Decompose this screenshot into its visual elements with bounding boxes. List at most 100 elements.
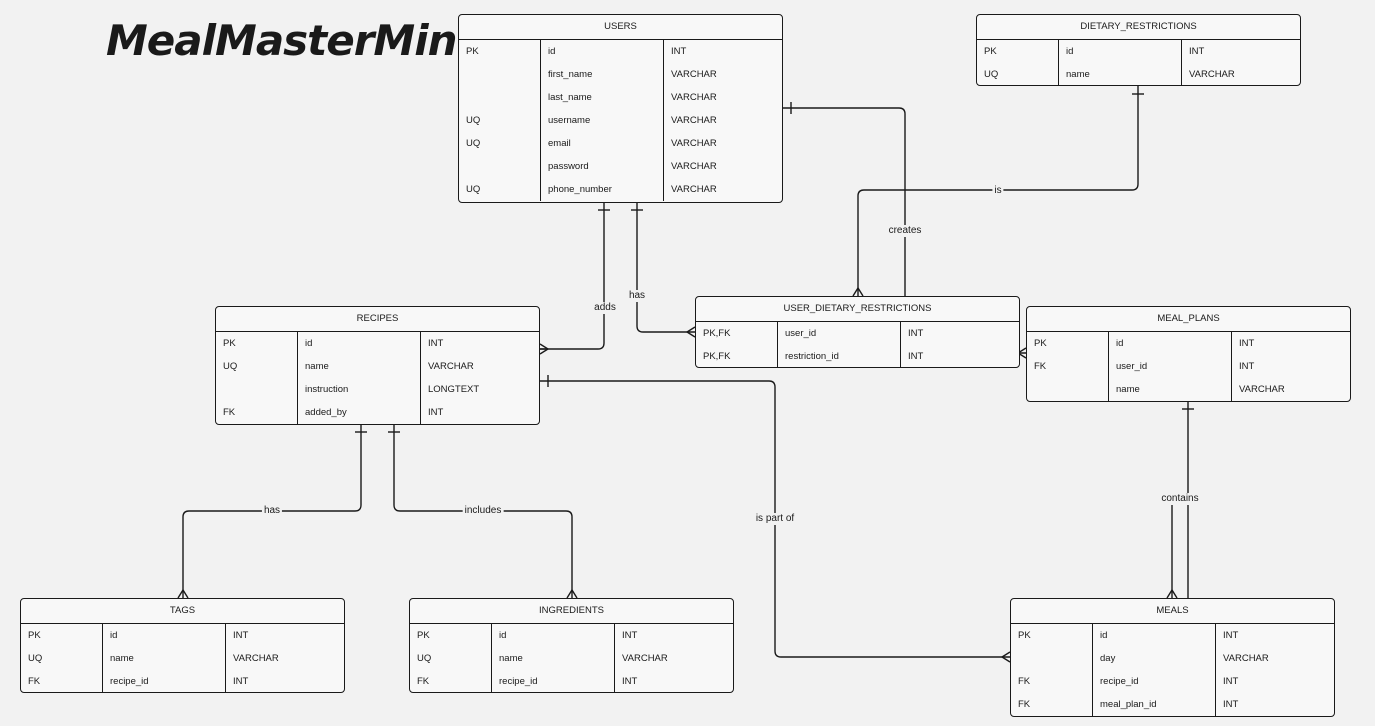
field-key	[459, 63, 541, 86]
rel-label-has-tags: has	[261, 505, 283, 517]
field-name: id	[491, 624, 615, 647]
field-type: INT	[428, 407, 444, 418]
field-type: VARCHAR	[428, 361, 474, 372]
field-name: meal_plan_id	[1092, 693, 1216, 716]
field-key: PK	[216, 332, 298, 355]
line-users-udr	[636, 202, 695, 333]
field-name: id	[1092, 624, 1216, 647]
field-name: user_id	[1108, 355, 1232, 378]
field-key: UQ	[459, 109, 541, 132]
field-name: first_name	[540, 63, 664, 86]
line-users-recipes	[540, 202, 605, 350]
field-type: VARCHAR	[1223, 653, 1269, 664]
field-key	[459, 155, 541, 178]
field-type: VARCHAR	[671, 69, 717, 80]
field-key: UQ	[410, 647, 492, 670]
field-type: INT	[1223, 699, 1239, 710]
field-name: name	[491, 647, 615, 670]
field-type: VARCHAR	[671, 115, 717, 126]
field-name: user_id	[777, 322, 901, 345]
field-key: UQ	[977, 63, 1059, 85]
field-type: INT	[233, 630, 249, 641]
entity-title: USER_DIETARY_RESTRICTIONS	[696, 297, 1019, 322]
field-row: last_name VARCHAR	[459, 86, 782, 109]
field-type: VARCHAR	[671, 92, 717, 103]
field-type: VARCHAR	[671, 184, 717, 195]
field-type: INT	[1223, 676, 1239, 687]
field-type: INT	[622, 676, 638, 687]
field-key	[216, 378, 298, 401]
field-type: LONGTEXT	[428, 384, 480, 395]
field-type: INT	[1239, 361, 1255, 372]
field-type: VARCHAR	[1239, 384, 1285, 395]
field-name: password	[540, 155, 664, 178]
field-name: name	[102, 647, 226, 670]
field-key: PK	[1011, 624, 1093, 647]
rel-label-includes: includes	[462, 505, 504, 517]
field-name: name	[1058, 63, 1182, 85]
rel-label-is: is	[992, 185, 1004, 197]
field-type: INT	[622, 630, 638, 641]
field-type: VARCHAR	[233, 653, 279, 664]
field-key	[1027, 378, 1109, 401]
field-name: id	[1108, 332, 1232, 355]
field-key: FK	[410, 670, 492, 692]
field-row: first_name VARCHAR	[459, 63, 782, 86]
field-name: added_by	[297, 401, 421, 424]
field-key: FK	[1011, 693, 1093, 716]
field-key: FK	[216, 401, 298, 424]
field-type: INT	[908, 351, 924, 362]
field-type: INT	[1189, 46, 1205, 57]
rel-label-is-part-of: is part of	[753, 513, 797, 525]
field-key	[459, 86, 541, 109]
field-row: day VARCHAR	[1011, 647, 1334, 670]
rel-label-creates: creates	[886, 225, 924, 237]
entity-title: RECIPES	[216, 307, 539, 332]
field-key: PK	[977, 40, 1059, 63]
field-key: PK,FK	[696, 345, 778, 367]
field-name: day	[1092, 647, 1216, 670]
field-key: FK	[1011, 670, 1093, 693]
field-type: VARCHAR	[1189, 69, 1235, 80]
field-name: last_name	[540, 86, 664, 109]
entity-title: MEALS	[1011, 599, 1334, 624]
field-type: INT	[671, 46, 687, 57]
field-type: INT	[428, 338, 444, 349]
